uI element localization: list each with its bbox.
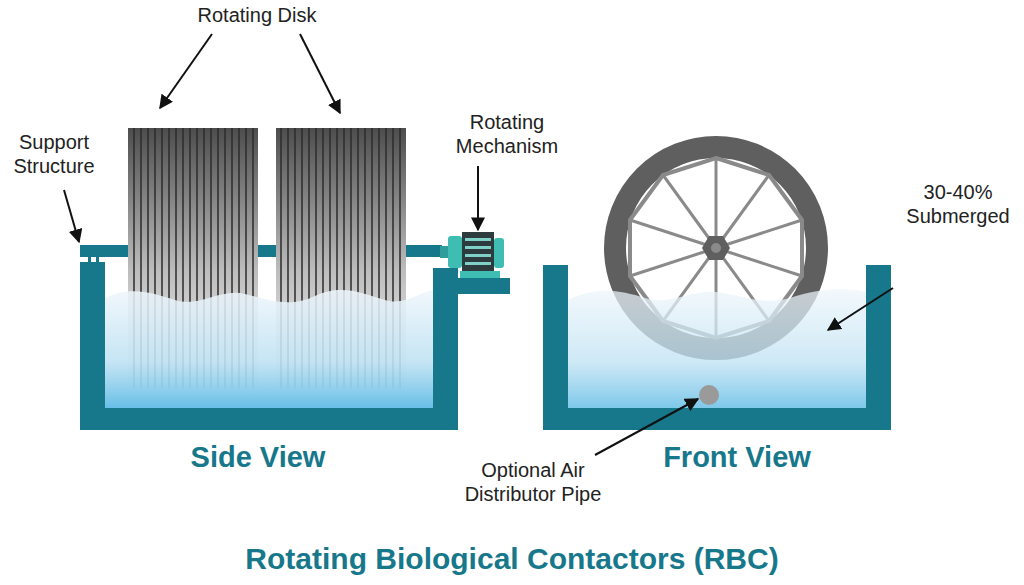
view-label: Front View: [637, 440, 837, 474]
side-view-figure: [80, 128, 510, 430]
part-label: Rotating Disk: [167, 3, 347, 27]
air-pipe: [699, 385, 719, 405]
leader-lines: [64, 34, 893, 455]
wastewater: [568, 289, 866, 410]
view-label: Side View: [158, 440, 358, 474]
note-label: 30-40% Submerged: [896, 180, 1020, 228]
tank: [80, 262, 458, 430]
motor-symbol: [440, 232, 504, 278]
support-structure: [80, 245, 442, 267]
wastewater: [105, 290, 433, 410]
part-label: Support Structure: [2, 130, 106, 178]
diagram-title: Rotating Biological Contactors (RBC): [0, 541, 1024, 577]
part-label: Rotating Mechanism: [447, 110, 567, 158]
motor-shelf: [458, 278, 510, 294]
part-label: Optional Air Distributor Pipe: [447, 458, 619, 506]
tank: [543, 265, 891, 430]
front-view-figure: [543, 147, 891, 430]
